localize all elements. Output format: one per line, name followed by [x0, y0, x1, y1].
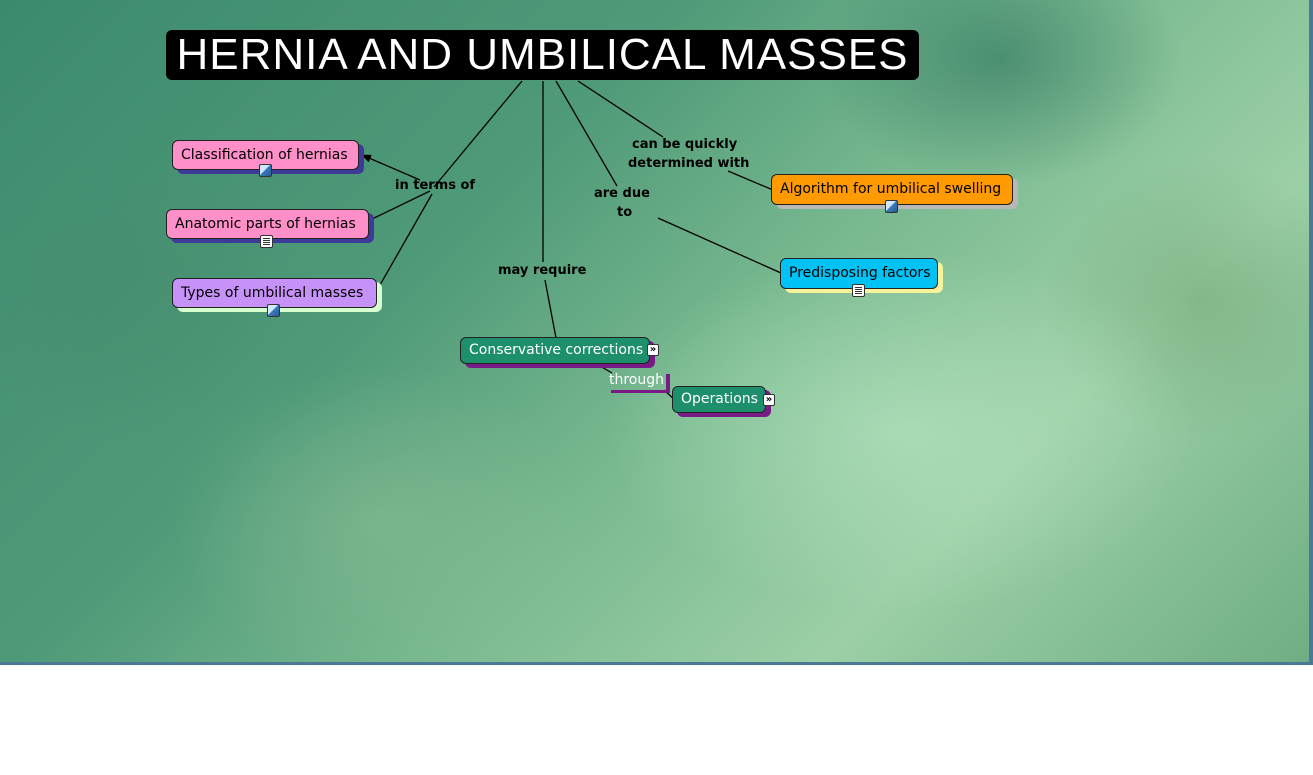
node-algorithm-for-umbilical-swelling[interactable]: Algorithm for umbilical swelling [771, 174, 1013, 205]
concept-map-canvas: HERNIA AND UMBILICAL MASSES in terms of … [0, 0, 1313, 665]
link-label-to: to [617, 205, 633, 220]
line-to-classification [361, 154, 421, 181]
submap-link-icon[interactable]: » [647, 344, 659, 356]
node-types-of-umbilical-masses[interactable]: Types of umbilical masses [172, 278, 377, 308]
link-label-are-due: are due [594, 186, 650, 201]
line-conservative-to-through [599, 365, 613, 374]
line-to-anatomic [369, 190, 431, 221]
line-title-to-are-due [555, 80, 618, 187]
image-resource-icon[interactable] [267, 304, 280, 317]
link-label-can-be-quickly: can be quickly [632, 137, 738, 152]
line-title-to-can-be-quickly [577, 80, 664, 138]
line-to-conservative [544, 279, 557, 339]
node-classification-of-hernias[interactable]: Classification of hernias [172, 140, 359, 170]
link-label-in-terms-of: in terms of [395, 178, 476, 193]
link-label-determined-with: determined with [628, 156, 750, 171]
document-resource-icon[interactable] [260, 235, 273, 248]
image-resource-icon[interactable] [885, 200, 898, 213]
connector-lines [361, 80, 782, 401]
line-to-types [379, 193, 433, 286]
node-operations[interactable]: Operations [672, 386, 766, 413]
submap-link-icon[interactable]: » [763, 394, 775, 406]
line-title-to-in-terms-of [433, 80, 523, 188]
document-resource-icon[interactable] [852, 284, 865, 297]
map-title: HERNIA AND UMBILICAL MASSES [166, 30, 919, 80]
image-resource-icon[interactable] [259, 164, 272, 177]
link-label-may-require: may require [498, 263, 587, 278]
node-conservative-corrections[interactable]: Conservative corrections [460, 337, 650, 364]
node-predisposing-factors[interactable]: Predisposing factors [780, 258, 938, 289]
link-label-through: through [609, 372, 665, 388]
line-to-algorithm [727, 170, 774, 191]
line-to-predisposing [657, 217, 782, 274]
